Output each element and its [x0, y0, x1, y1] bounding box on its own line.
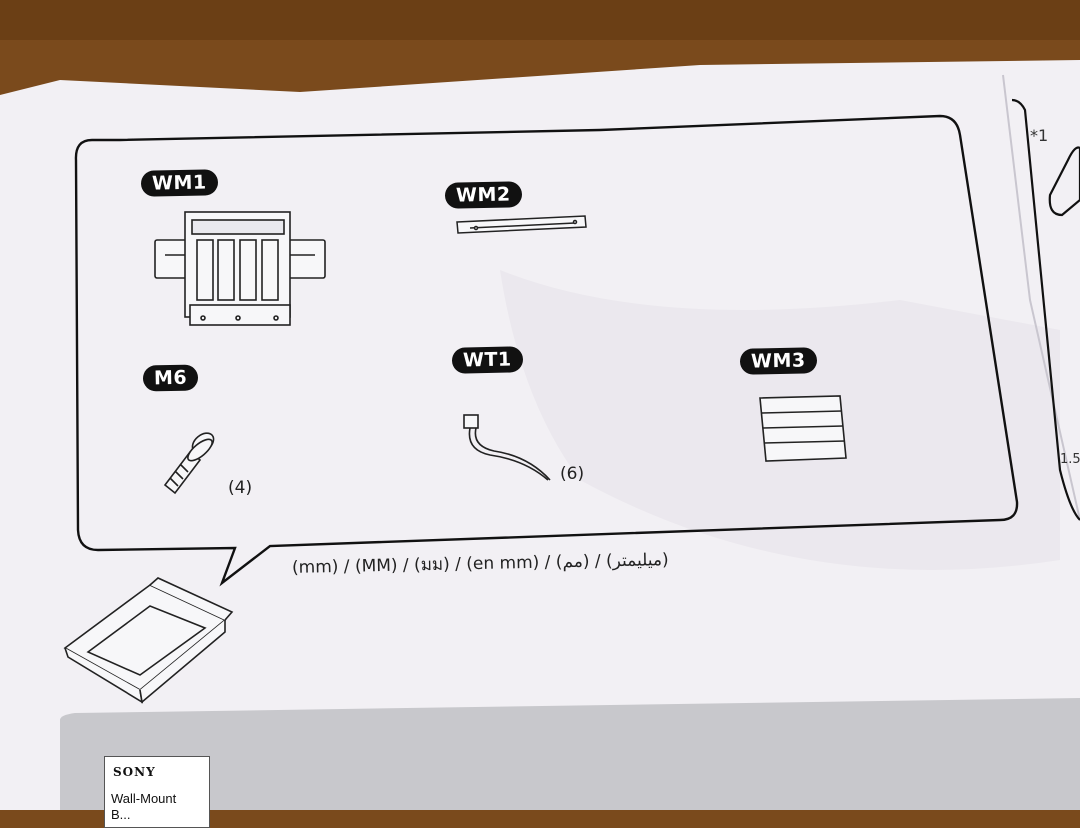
side-panel-border	[1011, 98, 1080, 521]
wm2-bar-icon	[456, 215, 587, 234]
side-dimension-value: 1.5	[1060, 452, 1080, 467]
parts-bubble	[74, 114, 1019, 587]
m6-screw-icon	[163, 432, 215, 495]
wm1-label: WM1	[140, 169, 218, 197]
wt1-label: WT1	[451, 346, 523, 374]
wm2-label: WM2	[444, 181, 522, 209]
footnote-marker: *1	[1030, 126, 1049, 145]
wt1-tie-icon	[463, 414, 551, 481]
package-box-icon	[63, 577, 234, 704]
wm3-sheets-icon	[759, 395, 847, 462]
gray-band	[60, 698, 1080, 810]
m6-label: M6	[142, 364, 199, 392]
wm1-bracket-icon	[154, 211, 326, 326]
product-name-line2: B...	[111, 807, 131, 822]
photo-scene	[0, 0, 1080, 810]
wm3-label: WM3	[739, 347, 817, 375]
brand-logo: SONY	[113, 765, 156, 779]
side-tool-icon	[1048, 146, 1080, 217]
product-label: SONY Wall-Mount B...	[104, 756, 210, 828]
m6-quantity: (4)	[228, 478, 253, 498]
wt1-quantity: (6)	[560, 464, 585, 484]
product-name: Wall-Mount	[111, 791, 177, 806]
